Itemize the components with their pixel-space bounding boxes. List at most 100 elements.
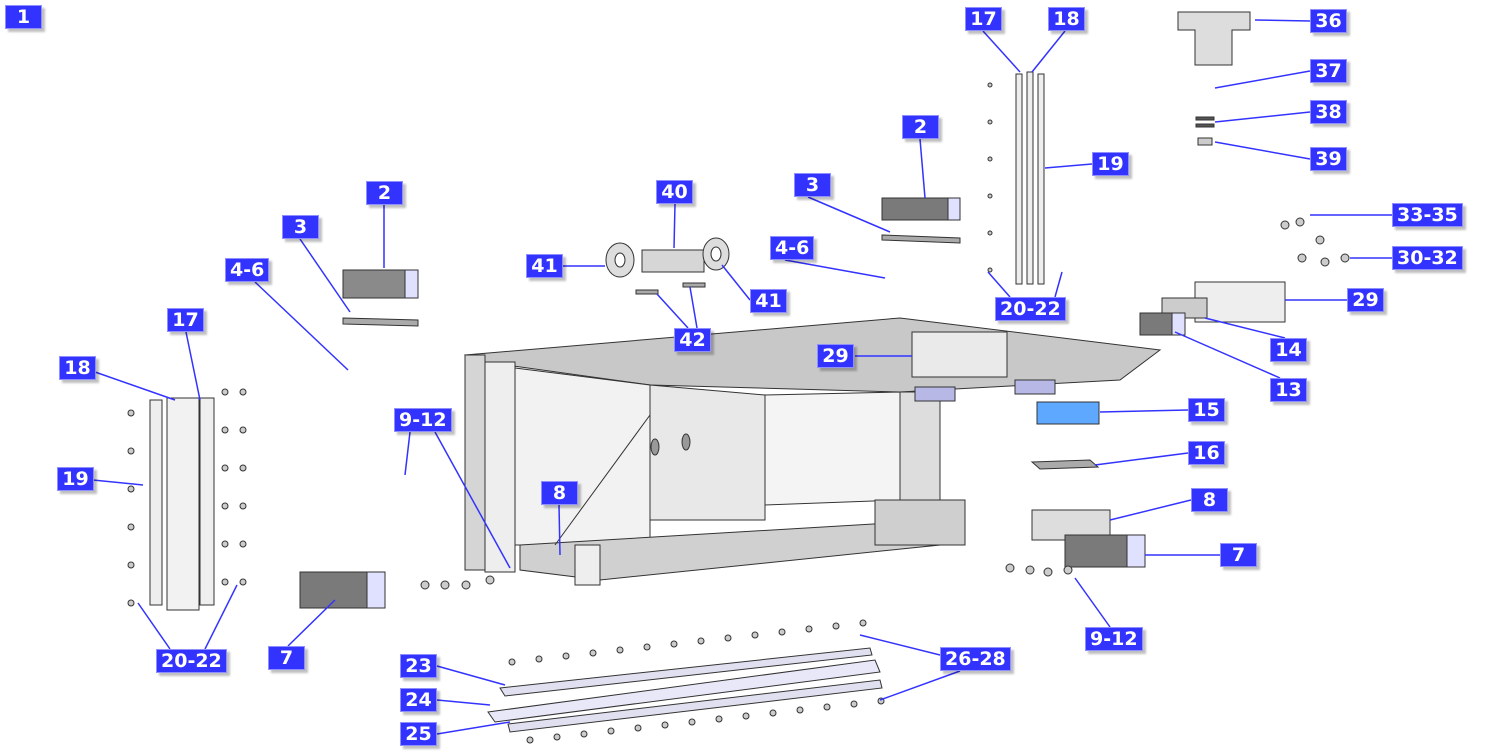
fastener [688, 718, 696, 726]
right-center-parts [881, 71, 1045, 285]
leader-line [137, 602, 171, 650]
fastener [697, 637, 705, 645]
fastener [221, 426, 229, 434]
callout-17-left: 17 [167, 308, 204, 332]
leader-line [1054, 271, 1063, 298]
callout-20-22-top: 20-22 [995, 297, 1066, 321]
leader-line [1214, 111, 1311, 123]
leader-line [434, 431, 511, 569]
callout-29-center: 29 [817, 344, 854, 368]
leader-line [721, 264, 751, 301]
fastener [987, 193, 993, 199]
leader-line [1214, 70, 1311, 89]
fastener [616, 646, 624, 654]
callout-16: 16 [1188, 441, 1225, 465]
fastener [1280, 220, 1290, 230]
fasteners [127, 82, 1350, 744]
fastener [580, 730, 588, 738]
callout-8-right: 8 [1191, 488, 1228, 512]
fastener [742, 712, 750, 720]
leader-line [689, 286, 698, 329]
center-pin-parts [605, 237, 730, 295]
fastener [796, 706, 804, 714]
fastener [661, 721, 669, 729]
fastener [987, 267, 993, 273]
leader-lines [92, 19, 1392, 735]
leader-line [185, 331, 201, 401]
fastener [1340, 253, 1350, 263]
callout-26-28: 26-28 [940, 647, 1011, 671]
fastener [751, 631, 759, 639]
callout-19-left: 19 [57, 467, 94, 491]
callout-18-top: 18 [1048, 7, 1085, 31]
fastener [823, 703, 831, 711]
callout-2-left: 2 [366, 181, 403, 205]
callout-36: 36 [1310, 9, 1347, 33]
bottom-strips [487, 647, 883, 733]
callout-9-12-right: 9-12 [1085, 627, 1143, 651]
leader-line [1214, 141, 1311, 160]
callout-3-right: 3 [794, 173, 831, 197]
fastener [239, 502, 247, 510]
leader-line [287, 599, 336, 647]
leader-line [1094, 452, 1189, 466]
leader-line [94, 371, 176, 401]
leader-line [299, 238, 351, 313]
leader-line [859, 634, 941, 656]
fastener [221, 578, 229, 586]
fastener [127, 523, 135, 531]
callout-4-6-left: 4-6 [225, 258, 270, 282]
fastener [1043, 567, 1053, 577]
leader-line [673, 203, 676, 249]
fastener [634, 724, 642, 732]
fastener [778, 628, 786, 636]
fastener [715, 715, 723, 723]
fastener [239, 540, 247, 548]
fastener [127, 409, 135, 417]
leader-line [436, 699, 491, 706]
leader-line [1204, 317, 1286, 339]
fastener [1297, 253, 1307, 263]
fastener [420, 580, 430, 590]
callout-4-6-right: 4-6 [770, 236, 815, 260]
fastener [562, 652, 570, 660]
fastener [1025, 565, 1035, 575]
fastener [526, 736, 534, 744]
callout-38: 38 [1310, 100, 1347, 124]
fastener [508, 658, 516, 666]
fastener [1005, 563, 1015, 573]
callout-18-left: 18 [59, 356, 96, 380]
callout-3-left: 3 [282, 215, 319, 239]
leader-line [982, 30, 1021, 73]
fastener [1063, 565, 1073, 575]
callout-2-right: 2 [902, 115, 939, 139]
leader-line [987, 271, 1011, 298]
fastener [239, 464, 247, 472]
fastener [221, 502, 229, 510]
leader-line [879, 670, 961, 701]
fastener [239, 578, 247, 586]
leader-line [436, 721, 511, 735]
fastener [832, 622, 840, 630]
fastener [440, 580, 450, 590]
callout-15: 15 [1188, 398, 1225, 422]
callout-17-top: 17 [965, 7, 1002, 31]
callout-9-12-left: 9-12 [394, 408, 452, 432]
leader-line [436, 665, 506, 686]
callout-14: 14 [1270, 338, 1307, 362]
leader-line [807, 196, 891, 233]
callout-37: 37 [1310, 59, 1347, 83]
callout-7-right: 7 [1220, 543, 1257, 567]
fastener [127, 447, 135, 455]
callout-8-left: 8 [541, 481, 578, 505]
left-parts [149, 269, 419, 611]
fastener [987, 156, 993, 162]
callout-41-right: 41 [750, 289, 787, 313]
fastener [987, 119, 993, 125]
main-frame [463, 317, 1162, 586]
fastener [1295, 217, 1305, 227]
fastener [607, 727, 615, 735]
leader-line [92, 479, 144, 486]
fastener [589, 649, 597, 657]
